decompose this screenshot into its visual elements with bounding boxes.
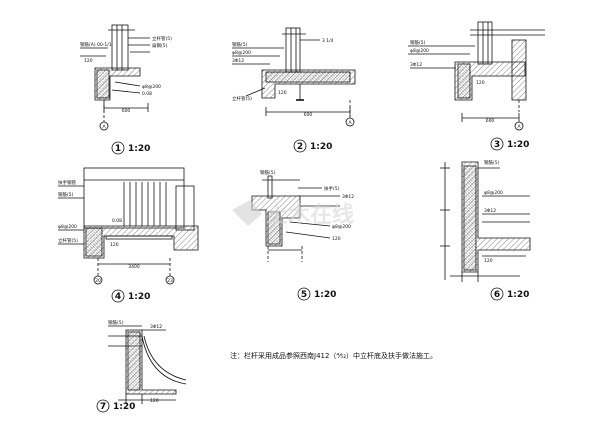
- label: 钢筋(5): [58, 191, 74, 198]
- detail-7: 钢筋(5) 3Φ12 120 7 1:20: [96, 319, 187, 413]
- label: 3Φ12: [232, 58, 244, 64]
- general-note: 注：栏杆采用成品参照西南J412（⁴⁄₅₂）中立杆底及扶手做法施工。: [230, 351, 437, 360]
- axis-label: A: [102, 124, 106, 130]
- dimension: 600: [122, 108, 131, 114]
- label: 钢筋(5): [410, 39, 426, 46]
- axis-bubble: [99, 121, 109, 131]
- axis-label: 23: [167, 278, 173, 284]
- label: 3Φ12: [410, 62, 422, 68]
- detail-4: 20 23 3400 扶手钢管 钢筋(5) φ8@200 立杆管(5) 120 …: [58, 167, 199, 303]
- axis-label: A: [348, 120, 352, 126]
- railing-frame: [111, 24, 129, 71]
- label: 钢筋(5): [484, 159, 500, 166]
- detail-number: 6: [494, 290, 500, 300]
- label: 立杆管(5): [58, 237, 78, 244]
- label: φ8@200: [58, 224, 77, 230]
- label: φ8@200: [232, 50, 251, 56]
- label: 120: [84, 58, 93, 64]
- label: 3Φ12: [342, 194, 354, 200]
- label: 3Φ12: [484, 208, 496, 214]
- detail-number: 5: [301, 290, 307, 300]
- label: 120: [332, 236, 341, 242]
- label: 120: [278, 90, 287, 96]
- label: φ8@200: [484, 190, 503, 196]
- label: φ8@200: [142, 84, 161, 90]
- label: 钢筋(5): [108, 319, 124, 326]
- label: 3Φ12: [150, 324, 162, 330]
- dimension: 600: [304, 112, 313, 118]
- label: 钢筋(5): [260, 169, 276, 176]
- detail-number: 1: [115, 144, 121, 154]
- label: 120: [476, 80, 485, 86]
- label: 扶手(5): [324, 185, 340, 192]
- detail-number: 4: [115, 292, 121, 302]
- dimension: 3400: [128, 264, 140, 270]
- label: 120: [150, 398, 159, 404]
- label: 立杆管(5): [152, 35, 172, 42]
- axis-label: 20: [95, 278, 101, 284]
- label: 立杆管(5): [232, 95, 252, 102]
- detail-3: A 600 钢筋(5) φ8@200 3Φ12 120 3 1:20: [408, 21, 545, 151]
- label: 3 1/4: [322, 38, 334, 44]
- label: 0.08: [112, 218, 122, 224]
- detail-scale: 1:20: [128, 144, 150, 154]
- detail-number: 2: [297, 142, 303, 152]
- label: φ8@200: [410, 48, 429, 54]
- detail-scale: 1:20: [128, 292, 150, 302]
- label: 120: [484, 258, 493, 264]
- label: 钢筋(A) 00-1/1: [80, 41, 112, 48]
- label: 120: [110, 242, 119, 248]
- detail-scale: 1:20: [314, 290, 336, 300]
- detail-scale: 1:20: [507, 290, 529, 300]
- detail-5: 钢筋(5) 扶手(5) 3Φ12 φ8@200 120 5 1:20: [251, 169, 354, 301]
- detail-2: A 600 钢筋(5) φ8@200 3Φ12 立杆管(5) 3 1/4 120…: [232, 27, 356, 153]
- detail-scale: 1:20: [113, 402, 135, 412]
- label: φ8@200: [332, 224, 351, 230]
- watermark-text: 土木在线: [266, 202, 354, 228]
- detail-number: 7: [100, 402, 106, 412]
- detail-number-circle: [111, 141, 125, 155]
- label: 钢筋(5): [232, 41, 248, 48]
- detail-1: A 600 立杆管(5) 扁钢(5) φ8@200 0.08 钢筋(A) 00-…: [80, 24, 172, 155]
- label: 扶手钢管: [58, 179, 76, 186]
- label: 0.08: [142, 91, 152, 97]
- axis-label: A: [517, 124, 521, 130]
- detail-number: 3: [494, 140, 500, 150]
- detail-6: 钢筋(5) φ8@200 3Φ12 120 6 1:20: [440, 159, 531, 301]
- detail-scale: 1:20: [507, 140, 529, 150]
- dimension: 600: [486, 118, 495, 124]
- detail-scale: 1:20: [310, 142, 332, 152]
- label: 扁钢(5): [152, 42, 168, 49]
- watermark: 土木在线: [232, 200, 354, 228]
